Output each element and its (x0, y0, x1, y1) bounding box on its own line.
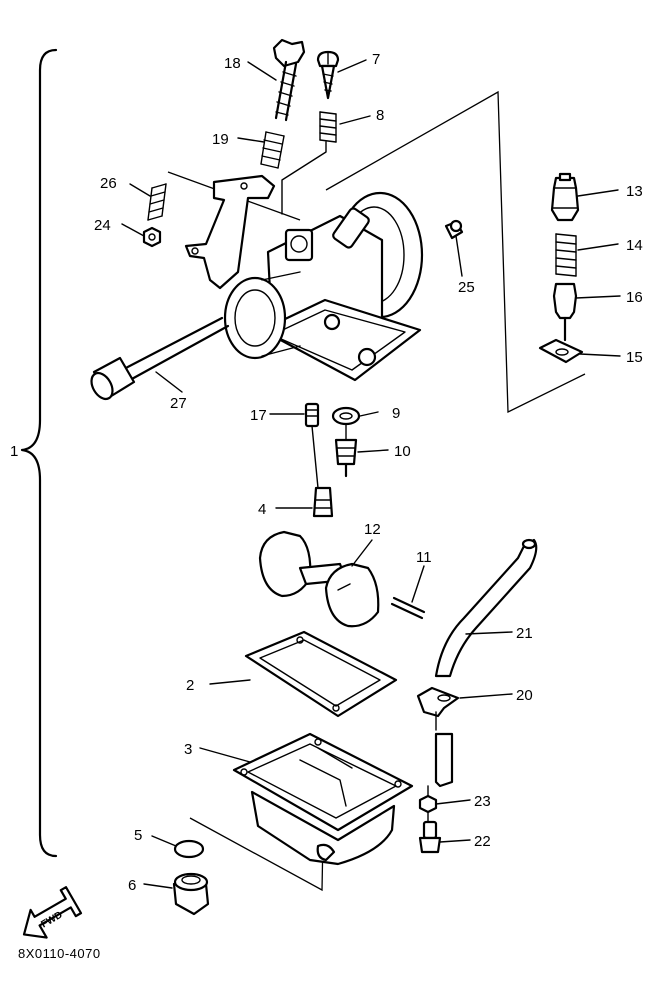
part-4-main-jet (312, 486, 334, 518)
callout-22: 22 (474, 833, 491, 850)
carburetor-body (184, 174, 424, 382)
fwd-arrow-icon: FWD (22, 886, 83, 939)
part-27-throttle-stop-screw (90, 316, 230, 401)
callout-15: 15 (626, 349, 643, 366)
part-26-spring (147, 183, 167, 221)
callout-8: 8 (376, 107, 384, 124)
callout-10: 10 (394, 443, 411, 460)
callout-20: 20 (516, 687, 533, 704)
part-17-pilot-jet (304, 402, 320, 428)
part-15-plate (538, 338, 584, 364)
part-16-starter-plunger (552, 282, 578, 342)
callout-24: 24 (94, 217, 111, 234)
part-9-washer (331, 406, 361, 426)
part-7-screw (316, 50, 340, 100)
part-20-bracket (416, 686, 460, 718)
callout-14: 14 (626, 237, 643, 254)
callout-4: 4 (258, 501, 266, 518)
callout-26: 26 (100, 175, 117, 192)
part-24-nut (142, 226, 162, 248)
part-11-float-pin (390, 596, 426, 620)
callout-17: 17 (250, 407, 267, 424)
part-25-plug (444, 219, 464, 240)
part-14-spring (555, 233, 577, 277)
callout-23: 23 (474, 793, 491, 810)
drain-tube (434, 732, 454, 788)
part-12-float (258, 530, 380, 628)
part-19-spring (260, 131, 285, 169)
callout-5: 5 (134, 827, 142, 844)
drawing-code: 8X0110-4070 (18, 946, 101, 961)
part-5-o-ring (173, 839, 205, 859)
part-10-needle-jet (334, 438, 358, 478)
callout-1: 1 (10, 443, 18, 460)
callout-11: 11 (416, 549, 432, 566)
part-23-washer (418, 794, 438, 814)
part-22-bolt (418, 820, 442, 854)
callout-18: 18 (224, 55, 241, 72)
callout-27: 27 (170, 395, 187, 412)
callout-16: 16 (626, 289, 643, 306)
callout-21: 21 (516, 625, 533, 642)
callout-labels: 1 2 3 4 5 6 7 8 9 10 11 12 13 14 15 16 1… (10, 51, 643, 894)
part-18-pilot-air-screw (272, 38, 306, 122)
callout-13: 13 (626, 183, 643, 200)
part-6-drain-plug (172, 872, 210, 916)
callout-7: 7 (372, 51, 380, 68)
callout-25: 25 (458, 279, 475, 296)
callout-9: 9 (392, 405, 400, 422)
leader-lines (121, 59, 621, 889)
callout-3: 3 (184, 741, 192, 758)
part-13-cap (550, 172, 580, 222)
callout-19: 19 (212, 131, 229, 148)
part-8-spring (319, 111, 337, 143)
part-21-hose (434, 538, 538, 678)
callout-2: 2 (186, 677, 194, 694)
part-2-gasket (244, 630, 398, 718)
callout-12: 12 (364, 521, 381, 538)
callout-6: 6 (128, 877, 136, 894)
part-3-float-bowl (232, 732, 414, 866)
assembly-brace (20, 48, 58, 858)
